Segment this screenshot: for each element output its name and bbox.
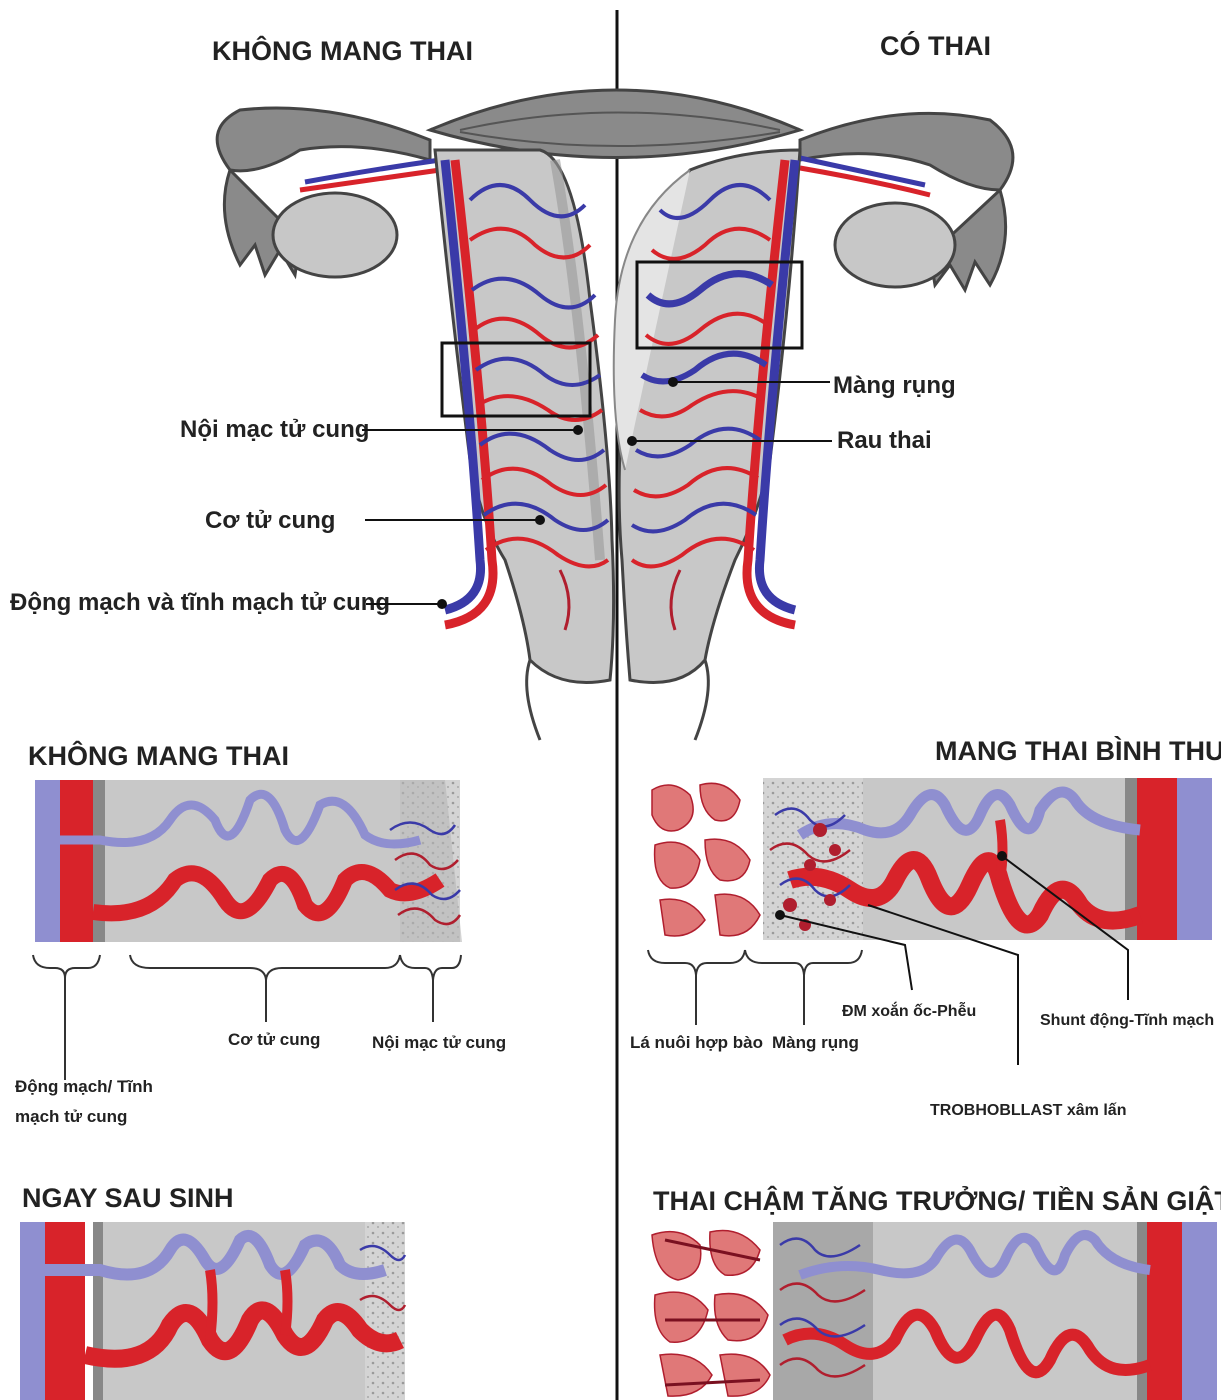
left-ovary xyxy=(273,193,397,277)
label-artery-vein-2: mạch tử cung xyxy=(15,1107,127,1126)
title-pregnant-top: CÓ THAI xyxy=(880,30,991,61)
right-ovary xyxy=(835,203,955,287)
title-not-pregnant-detail: KHÔNG MANG THAI xyxy=(28,740,289,771)
label-syncytiotrophoblast: Lá nuôi hợp bào xyxy=(630,1033,763,1052)
label-artery-vein-1: Động mạch/ Tĩnh xyxy=(15,1077,153,1096)
label-placenta: Rau thai xyxy=(837,427,932,454)
label-myometrium-detail: Cơ tử cung xyxy=(228,1030,320,1049)
label-decidua: Màng rụng xyxy=(833,372,956,399)
postpartum-panel xyxy=(20,1222,405,1400)
title-not-pregnant-top: KHÔNG MANG THAI xyxy=(212,35,473,66)
label-spiral-artery: ĐM xoắn ốc-Phễu xyxy=(842,1001,976,1020)
uterus-illustration xyxy=(217,90,1013,740)
fgr-panel xyxy=(648,1222,1217,1400)
label-myometrium: Cơ tử cung xyxy=(205,507,335,534)
label-av-shunt: Shunt động-Tĩnh mạch xyxy=(1040,1012,1214,1029)
label-endometrium-detail: Nội mạc tử cung xyxy=(372,1033,506,1052)
title-normal-pregnancy: MANG THAI BÌNH THƯỜNG xyxy=(935,735,1221,766)
label-invasive-trophoblast: TROBHOBLLAST xâm lấn xyxy=(930,1102,1126,1119)
label-uterine-vessels: Động mạch và tĩnh mạch tử cung xyxy=(10,589,390,616)
label-decidua-detail: Màng rụng xyxy=(772,1033,859,1052)
left-fallopian-tube xyxy=(217,108,430,171)
title-postpartum: NGAY SAU SINH xyxy=(22,1183,234,1213)
label-endometrium: Nội mạc tử cung xyxy=(180,416,369,443)
title-fgr-preeclampsia: THAI CHẬM TĂNG TRƯỞNG/ TIỀN SẢN GIẬT NẶN… xyxy=(653,1184,1221,1216)
